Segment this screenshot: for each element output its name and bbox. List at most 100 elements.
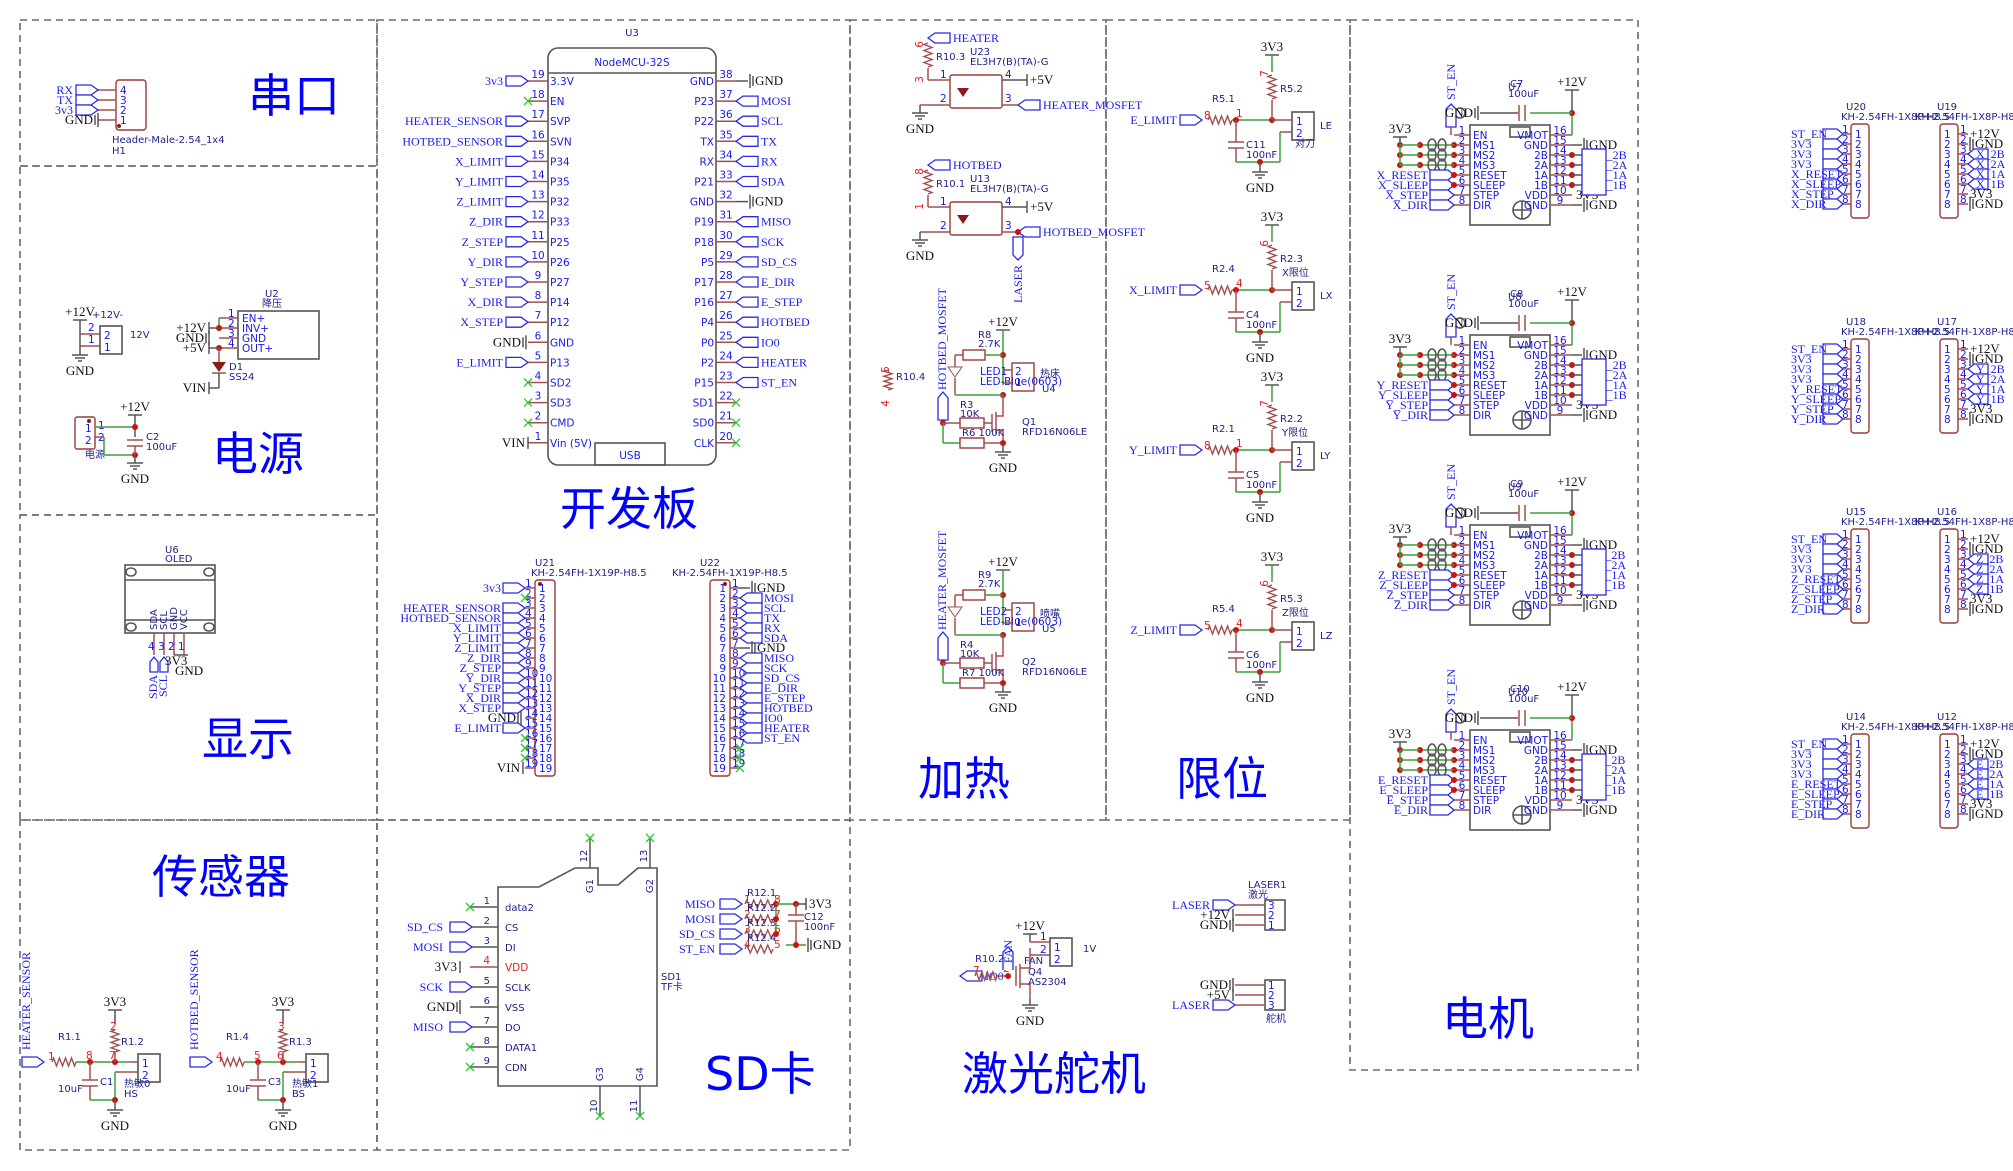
header-part: KH-2.54FH-1X8P-H8.5 — [1841, 722, 1950, 733]
connector-ref: LY — [1320, 451, 1331, 462]
section-title-laser: 激光舵机 — [962, 1047, 1146, 1101]
net-flag-shape — [1822, 343, 1845, 355]
cap-ref: C12 — [804, 912, 824, 923]
resistor-ref: R8 — [978, 330, 991, 341]
pin-name: 1A — [1534, 570, 1549, 582]
net-flag-x_dir: X_DIR — [468, 295, 530, 309]
pin-number: 7 — [1944, 189, 1951, 201]
pin-number: 6 — [1855, 584, 1862, 596]
pin-name: SDA — [149, 609, 160, 630]
ground-label: GND — [488, 710, 516, 725]
pin-number: 3 — [1855, 759, 1862, 771]
pin-name: P2 — [701, 357, 714, 369]
pin-number: 5 — [1855, 384, 1862, 396]
power-label: +12V — [120, 399, 150, 414]
pin-number: 7 — [1259, 70, 1271, 77]
pin-number: 1 — [1015, 377, 1022, 389]
power-label: 3V3 — [165, 653, 187, 668]
pin-name: Vin (5V) — [550, 438, 592, 450]
net-label: Y_RESET — [1791, 382, 1843, 396]
net-label: SD_CS — [764, 671, 800, 685]
net-flag-shape — [505, 115, 530, 127]
ground-label: GND — [1246, 690, 1274, 705]
net-flag-shape — [502, 642, 527, 654]
pin-number: 15 — [1553, 740, 1566, 752]
pin-number: 5 — [1842, 164, 1849, 176]
net-flag-shape — [1822, 393, 1845, 405]
pin-number: 8 — [1944, 414, 1951, 426]
pin-number: 13 — [1553, 155, 1566, 167]
power-label: VIN — [502, 435, 526, 450]
pin-number: 4 — [1944, 769, 1951, 781]
net-flag-y_limit: Y_LIMIT — [455, 175, 530, 189]
net-flag-sck: SCK — [734, 235, 785, 249]
pin-number: 5 — [535, 350, 542, 362]
pin-number: 1 — [1944, 129, 1951, 141]
net-flag-shape — [1429, 774, 1456, 786]
pin-number: 8 — [1204, 110, 1211, 122]
net-flag-shape — [502, 682, 527, 694]
connector-ref: U5 — [1042, 624, 1056, 635]
header-ref: U18 — [1846, 317, 1866, 328]
cap-value: 100nF — [1246, 150, 1277, 161]
power-label: +12V — [1200, 907, 1230, 922]
power-label: 3V3 — [104, 994, 126, 1009]
connector-label: 喷嘴 — [1040, 608, 1060, 620]
pin-number: 18 — [713, 753, 726, 765]
header-ref: U21 — [535, 558, 555, 569]
section-title-limit: 限位 — [1176, 752, 1268, 806]
power-label: +5V — [1207, 987, 1231, 1002]
net-label: SD_CS — [679, 927, 715, 941]
pin-number: 25 — [719, 330, 732, 342]
pin-number: 7 — [774, 909, 781, 921]
net-flag-shape — [738, 732, 763, 744]
pin-number: 37 — [719, 89, 732, 101]
laser-ref: LASER1 — [1248, 880, 1287, 891]
pin-name: OUT+ — [242, 343, 273, 355]
pin-name: P32 — [550, 197, 570, 209]
pin-name: GND — [1524, 745, 1548, 757]
net-label: E_STEP — [764, 691, 806, 705]
pin-number: 4 — [1236, 278, 1243, 290]
net-flag-shape — [734, 216, 759, 228]
no-connect-mark — [523, 418, 533, 428]
net-label: X_LIMIT — [453, 621, 502, 635]
ground-symbol: GND — [121, 462, 149, 486]
net-label: HOTBED_SENSOR — [402, 134, 503, 148]
jumper — [1427, 753, 1437, 767]
pin-number: 9 — [1557, 800, 1564, 812]
connector-label: Y限位 — [1281, 426, 1308, 439]
ground-label: GND — [1975, 196, 2003, 211]
net-flag-shape — [1822, 543, 1845, 555]
pin-number: 9 — [732, 658, 739, 670]
driver-heatsink — [1509, 336, 1531, 348]
net-label: E_RESET — [1791, 777, 1842, 791]
pin-number: 1 — [1960, 124, 1967, 136]
pin-name: DIR — [1473, 410, 1491, 422]
oled-part: OLED — [165, 554, 193, 565]
sd-ref: SD1 — [661, 972, 681, 983]
pin-number: 1 — [1960, 529, 1967, 541]
pin-name: MS3 — [1473, 160, 1495, 172]
pin-number: 6 — [732, 628, 739, 640]
pin-name: MS3 — [1473, 765, 1495, 777]
net-flag-shape — [502, 612, 527, 624]
pin-number: 24 — [719, 350, 733, 362]
connector-ref: BS — [292, 1089, 305, 1100]
net-flag-hotbed: HOTBED — [926, 158, 1002, 172]
resistor — [51, 1056, 77, 1068]
pin-number: 12 — [579, 850, 590, 863]
resistor-ref: R12.2 — [747, 903, 776, 914]
pin-name: SLEEP — [1473, 580, 1505, 592]
pin-number: 17 — [525, 738, 538, 750]
net-label: X_LIMIT — [1129, 283, 1178, 297]
net-label: 3V3 — [1791, 757, 1812, 771]
pin-number: 2 — [1855, 749, 1862, 761]
pin-number: 1 — [1296, 446, 1303, 458]
pulldown-resistor: R6 100K — [962, 428, 1005, 439]
net-flag-e_step: E_STEP — [734, 295, 803, 309]
pin-number: 3 — [484, 936, 490, 947]
pin-number: 14 — [1553, 355, 1567, 367]
nodemcu-u3: U3NodeMCU-32SUSB193.3V3v318EN17SVPHEATER… — [400, 28, 813, 777]
pin-number: 15 — [525, 718, 538, 730]
